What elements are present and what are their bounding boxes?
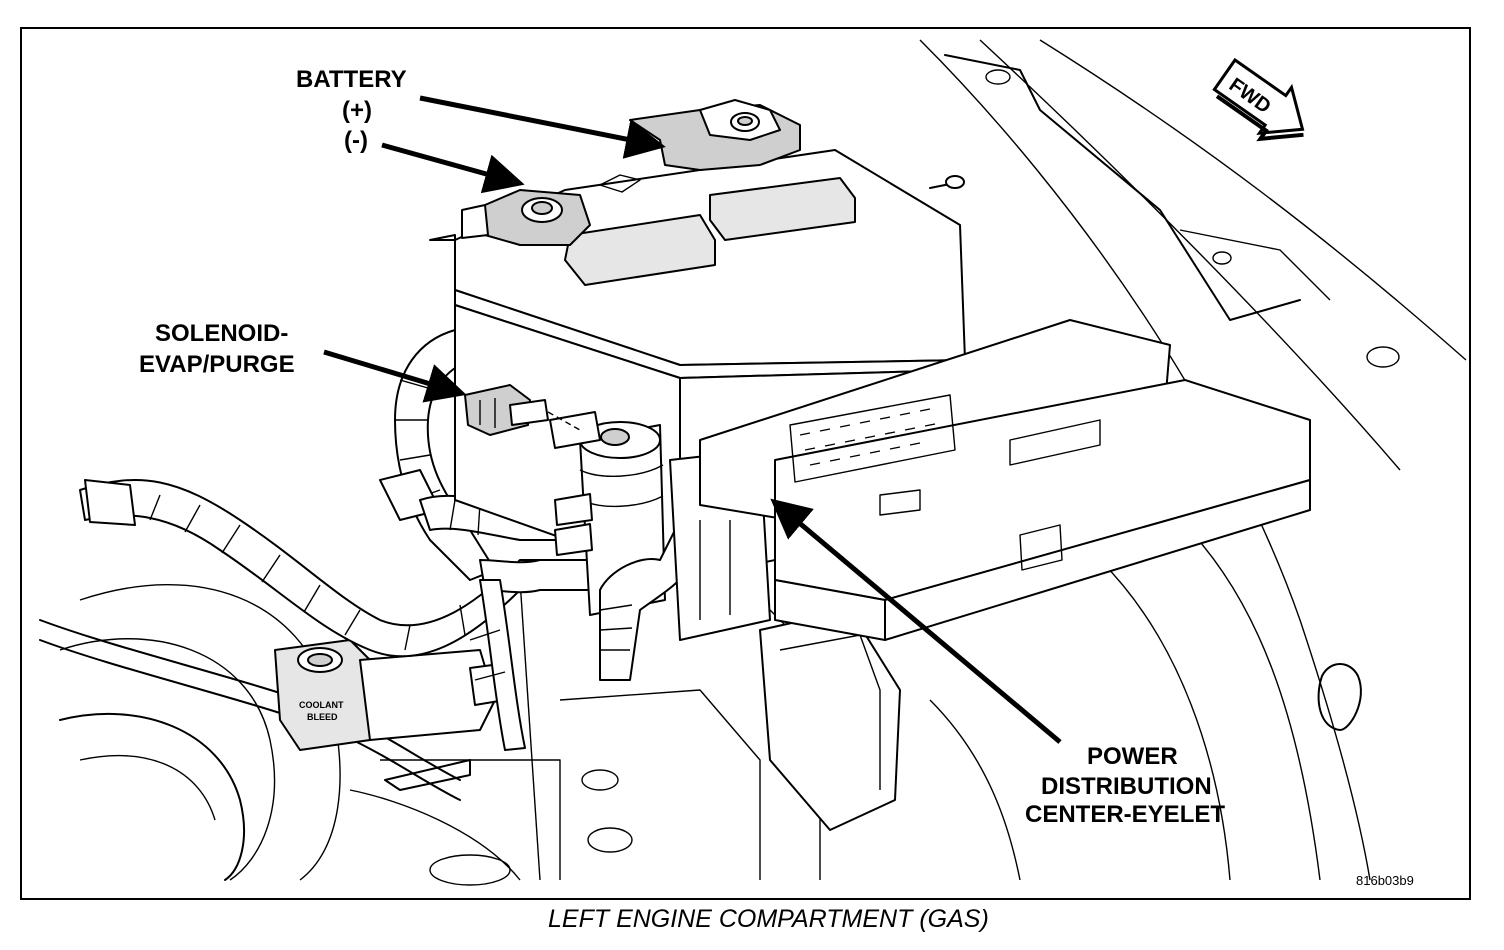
fwd-arrow-icon: FWD: [1212, 57, 1305, 142]
figure-code: 816b03b9: [1356, 873, 1414, 888]
battery-negative-label: (-): [344, 127, 368, 154]
solenoid-label-line2: EVAP/PURGE: [139, 351, 295, 378]
pdc-eyelet-leader: [770, 498, 1062, 744]
battery-negative-leader: [381, 142, 525, 194]
solenoid-label-line1: SOLENOID-: [155, 320, 288, 347]
battery-positive-label: (+): [342, 97, 372, 124]
solenoid-leader: [323, 349, 467, 403]
coolant-bleed-label-line1: COOLANT: [299, 700, 344, 710]
figure-caption: LEFT ENGINE COMPARTMENT (GAS): [548, 905, 989, 933]
pdc-label-line3: CENTER-EYELET: [1025, 801, 1225, 828]
pdc-label-line2: DISTRIBUTION: [1041, 773, 1212, 800]
engine-illustration: COOLANT BLEED: [39, 39, 1467, 886]
battery-positive-leader: [419, 95, 666, 159]
battery-label: BATTERY: [296, 66, 407, 93]
pdc-label-line1: POWER: [1087, 743, 1178, 770]
coolant-bleed-label-line2: BLEED: [307, 712, 338, 722]
